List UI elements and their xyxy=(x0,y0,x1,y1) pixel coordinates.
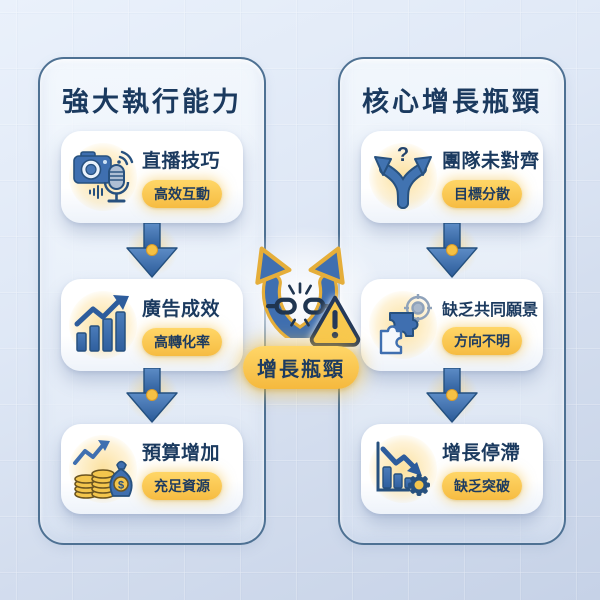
down-arrow xyxy=(426,223,478,278)
svg-text:?: ? xyxy=(397,145,409,166)
card-no-shared-vision: 缺乏共同願景 方向不明 xyxy=(361,279,543,371)
card-title: 廣告成效 xyxy=(142,299,221,320)
gear xyxy=(408,474,430,496)
camera-microphone-icon xyxy=(65,139,141,215)
svg-text:$: $ xyxy=(118,480,124,492)
coins-money-bag-icon: $ xyxy=(65,431,141,507)
card-title: 增長停滯 xyxy=(442,443,521,464)
diverging-arrows-question-icon: ? xyxy=(365,139,441,215)
card-badge: 充足資源 xyxy=(142,472,222,500)
card-badge: 目標分散 xyxy=(442,180,522,208)
card-title: 直播技巧 xyxy=(142,151,221,172)
card-growth-stagnation: 增長停滯 缺乏突破 xyxy=(361,424,543,514)
card-title: 團隊未對齊 xyxy=(442,151,540,172)
card-ad-performance: 廣告成效 高轉化率 xyxy=(61,279,243,371)
card-budget-increase: $ 預算增加 充足資源 xyxy=(61,424,243,514)
card-live-streaming: 直播技巧 高效互動 xyxy=(61,131,243,223)
card-team-misaligned: ? 團隊未對齊 目標分散 xyxy=(361,131,543,223)
card-badge: 缺乏突破 xyxy=(442,472,522,500)
warning-triangle-icon xyxy=(309,295,361,347)
broken-chain-diverging-arrows-warning-icon: 增長瓶頸 xyxy=(224,226,384,392)
down-arrow xyxy=(126,223,178,278)
card-badge: 高轉化率 xyxy=(142,328,222,356)
card-title: 缺乏共同願景 xyxy=(442,301,539,319)
down-arrow xyxy=(126,368,178,423)
rising-bar-chart-icon xyxy=(65,287,141,363)
diverging-arrows-broken-chain xyxy=(255,246,345,338)
center-bottleneck-badge: 增長瓶頸 xyxy=(243,346,359,389)
card-badge: 高效互動 xyxy=(142,180,222,208)
left-panel-title: 強大執行能力 xyxy=(62,87,242,117)
card-title: 預算增加 xyxy=(142,443,221,464)
declining-chart-gear-icon xyxy=(365,431,441,507)
right-panel-title: 核心增長瓶頸 xyxy=(362,87,542,117)
card-badge: 方向不明 xyxy=(442,326,522,355)
down-arrow xyxy=(426,368,478,423)
